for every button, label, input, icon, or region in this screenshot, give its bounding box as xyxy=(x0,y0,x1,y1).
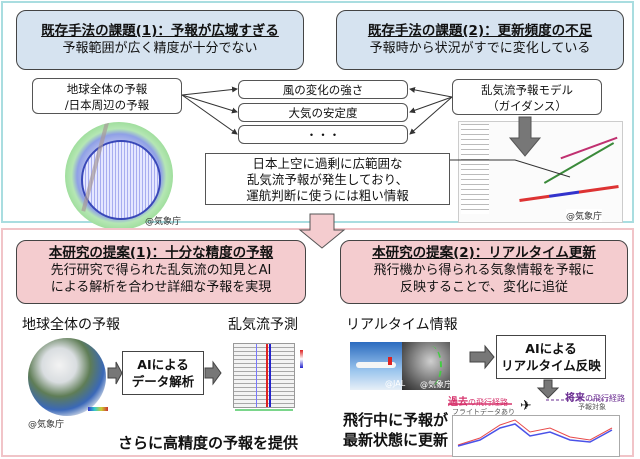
ai-box1-line2: データ解析 xyxy=(131,374,195,389)
arrow-down-to-plane xyxy=(536,379,560,399)
model-line2: （ガイダンス） xyxy=(487,99,567,113)
proposal-1-header: 本研究の提案(1)：十分な精度の予報 先行研究で得られた乱気流の知見とAI によ… xyxy=(16,240,306,304)
arrow-model-etc xyxy=(409,96,453,135)
arrow-to-wind xyxy=(181,86,238,96)
arrow-to-ai-realtime xyxy=(469,344,495,370)
ai-box2-line1: AIによる xyxy=(525,341,577,356)
model-line1: 乱気流予報モデル xyxy=(481,83,573,97)
transition-arrow xyxy=(298,213,346,249)
ai-realtime-box: AIによる リアルタイム反映 xyxy=(496,335,606,379)
callout-line1: 日本上空に過剰に広範囲な xyxy=(252,156,403,171)
issue-1-header: 既存手法の課題(1)：予報が広域すぎる 予報範囲が広く精度が十分でない xyxy=(16,10,304,70)
plot-series-forecast xyxy=(457,423,613,447)
realtime-info-label: リアルタイム情報 xyxy=(346,317,458,333)
turbulence-prediction-label: 乱気流予測 xyxy=(228,317,298,333)
callout-line3: 運航判断に使うには粗い情報 xyxy=(246,188,409,203)
arrow-to-ai-analysis xyxy=(107,361,123,385)
callout-line2: 乱気流予報が発生しており、 xyxy=(246,172,409,187)
past-suffix: の飛行経路 xyxy=(468,398,508,407)
weather-chart-image xyxy=(458,121,623,223)
factor-label: 風の変化の強さ xyxy=(282,83,364,97)
satellite-image xyxy=(402,342,450,390)
proposal-2-title: 本研究の提案(2)：リアルタイム更新 xyxy=(372,245,596,261)
future-path-label: 将来の飛行経路 xyxy=(565,389,625,404)
arrow-model-wind xyxy=(409,86,453,98)
arrow-to-prediction xyxy=(204,360,222,386)
past-path-note: フライトデータあり xyxy=(452,408,515,416)
issue-2-header: 既存手法の課題(2)：更新頻度の不足 予報時から状況がすでに変化している xyxy=(336,10,624,70)
proposal-2-header: 本研究の提案(2)：リアルタイム更新 飛行機から得られる気象情報を予報に 反映す… xyxy=(340,240,628,304)
ai-box1-line1: AIによる xyxy=(137,357,189,372)
past-label: 過去 xyxy=(448,397,468,408)
proposal-1-title: 本研究の提案(1)：十分な精度の予報 xyxy=(48,245,274,261)
ai-box2-line2: リアルタイム反映 xyxy=(501,358,601,373)
realtime-update-result: 飛行中に予報が 最新状態に更新 xyxy=(343,410,448,450)
down-arrow-to-map xyxy=(508,116,542,157)
factor-label: ・・・ xyxy=(305,128,341,142)
factor-stability: 大気の安定度 xyxy=(238,103,408,122)
future-suffix: の飛行経路 xyxy=(585,394,625,403)
factor-label: 大気の安定度 xyxy=(288,106,358,120)
cross-section-scale xyxy=(235,409,293,411)
turbulence-cross-section-image xyxy=(233,343,295,408)
globe-model-grid-image xyxy=(65,122,173,230)
satellite-credit: @気象庁 xyxy=(420,380,452,389)
arrow-model-stability xyxy=(409,96,453,114)
colorbar-icon xyxy=(88,407,108,411)
future-label: 将来 xyxy=(565,393,585,404)
issue-1-title: 既存手法の課題(1)：予報が広域すぎる xyxy=(41,23,279,39)
earth-credit: @気象庁 xyxy=(28,420,65,430)
global-forecast-line1: 地球全体の予報 xyxy=(66,82,148,96)
airplane-icon: ✈ xyxy=(520,398,532,414)
global-forecast-box: 地球全体の予報 /日本周辺の予報 xyxy=(32,78,182,114)
arrow-to-stability xyxy=(181,94,238,114)
factor-etc: ・・・ xyxy=(238,125,408,144)
airplane-photo xyxy=(350,342,402,390)
turbulence-model-box: 乱気流予報モデル （ガイダンス） xyxy=(452,79,602,115)
proposal-1-line2: による解析を合わせ詳細な予報を実現 xyxy=(50,280,272,295)
issue-1-subtitle: 予報範囲が広く精度が十分でない xyxy=(62,41,258,56)
cross-section-colorbar xyxy=(300,350,303,368)
issue-2-title: 既存手法の課題(2)：更新頻度の不足 xyxy=(367,23,593,39)
coarse-forecast-callout: 日本上空に過剰に広範囲な 乱気流予報が発生しており、 運航判断に使うには粗い情報 xyxy=(205,153,450,205)
proposal-1-line1: 先行研究で得られた乱気流の知見とAI xyxy=(50,263,272,278)
global-forecast-line2: /日本周辺の予報 xyxy=(64,98,150,112)
proposal-2-line2: 反映することで、変化に追従 xyxy=(399,280,569,295)
past-path-label: 過去の飛行経路 xyxy=(448,393,508,408)
global-forecast-label: 地球全体の予報 xyxy=(22,317,120,333)
callout-pointer xyxy=(450,159,571,178)
flight-data-plot xyxy=(452,415,620,457)
plane-credit: @JAL xyxy=(385,379,406,388)
proposal-2-line1: 飛行機から得られる気象情報を予報に xyxy=(373,263,595,278)
result2-line2: 最新状態に更新 xyxy=(343,431,449,449)
factor-wind-shear: 風の変化の強さ xyxy=(238,80,408,99)
plot-series-observed xyxy=(457,419,613,446)
map-credit: @気象庁 xyxy=(566,209,603,222)
future-path-note: 予報対象 xyxy=(578,403,606,411)
globe-credit: @気象庁 xyxy=(145,217,182,227)
result2-line1: 飛行中に予報が xyxy=(343,411,449,429)
earth-forecast-image xyxy=(28,338,106,416)
ai-data-analysis-box: AIによる データ解析 xyxy=(122,351,204,395)
arrow-to-etc xyxy=(181,94,238,135)
higher-accuracy-result: さらに高精度の予報を提供 xyxy=(118,434,299,452)
issue-2-subtitle: 予報時から状況がすでに変化している xyxy=(369,41,591,56)
